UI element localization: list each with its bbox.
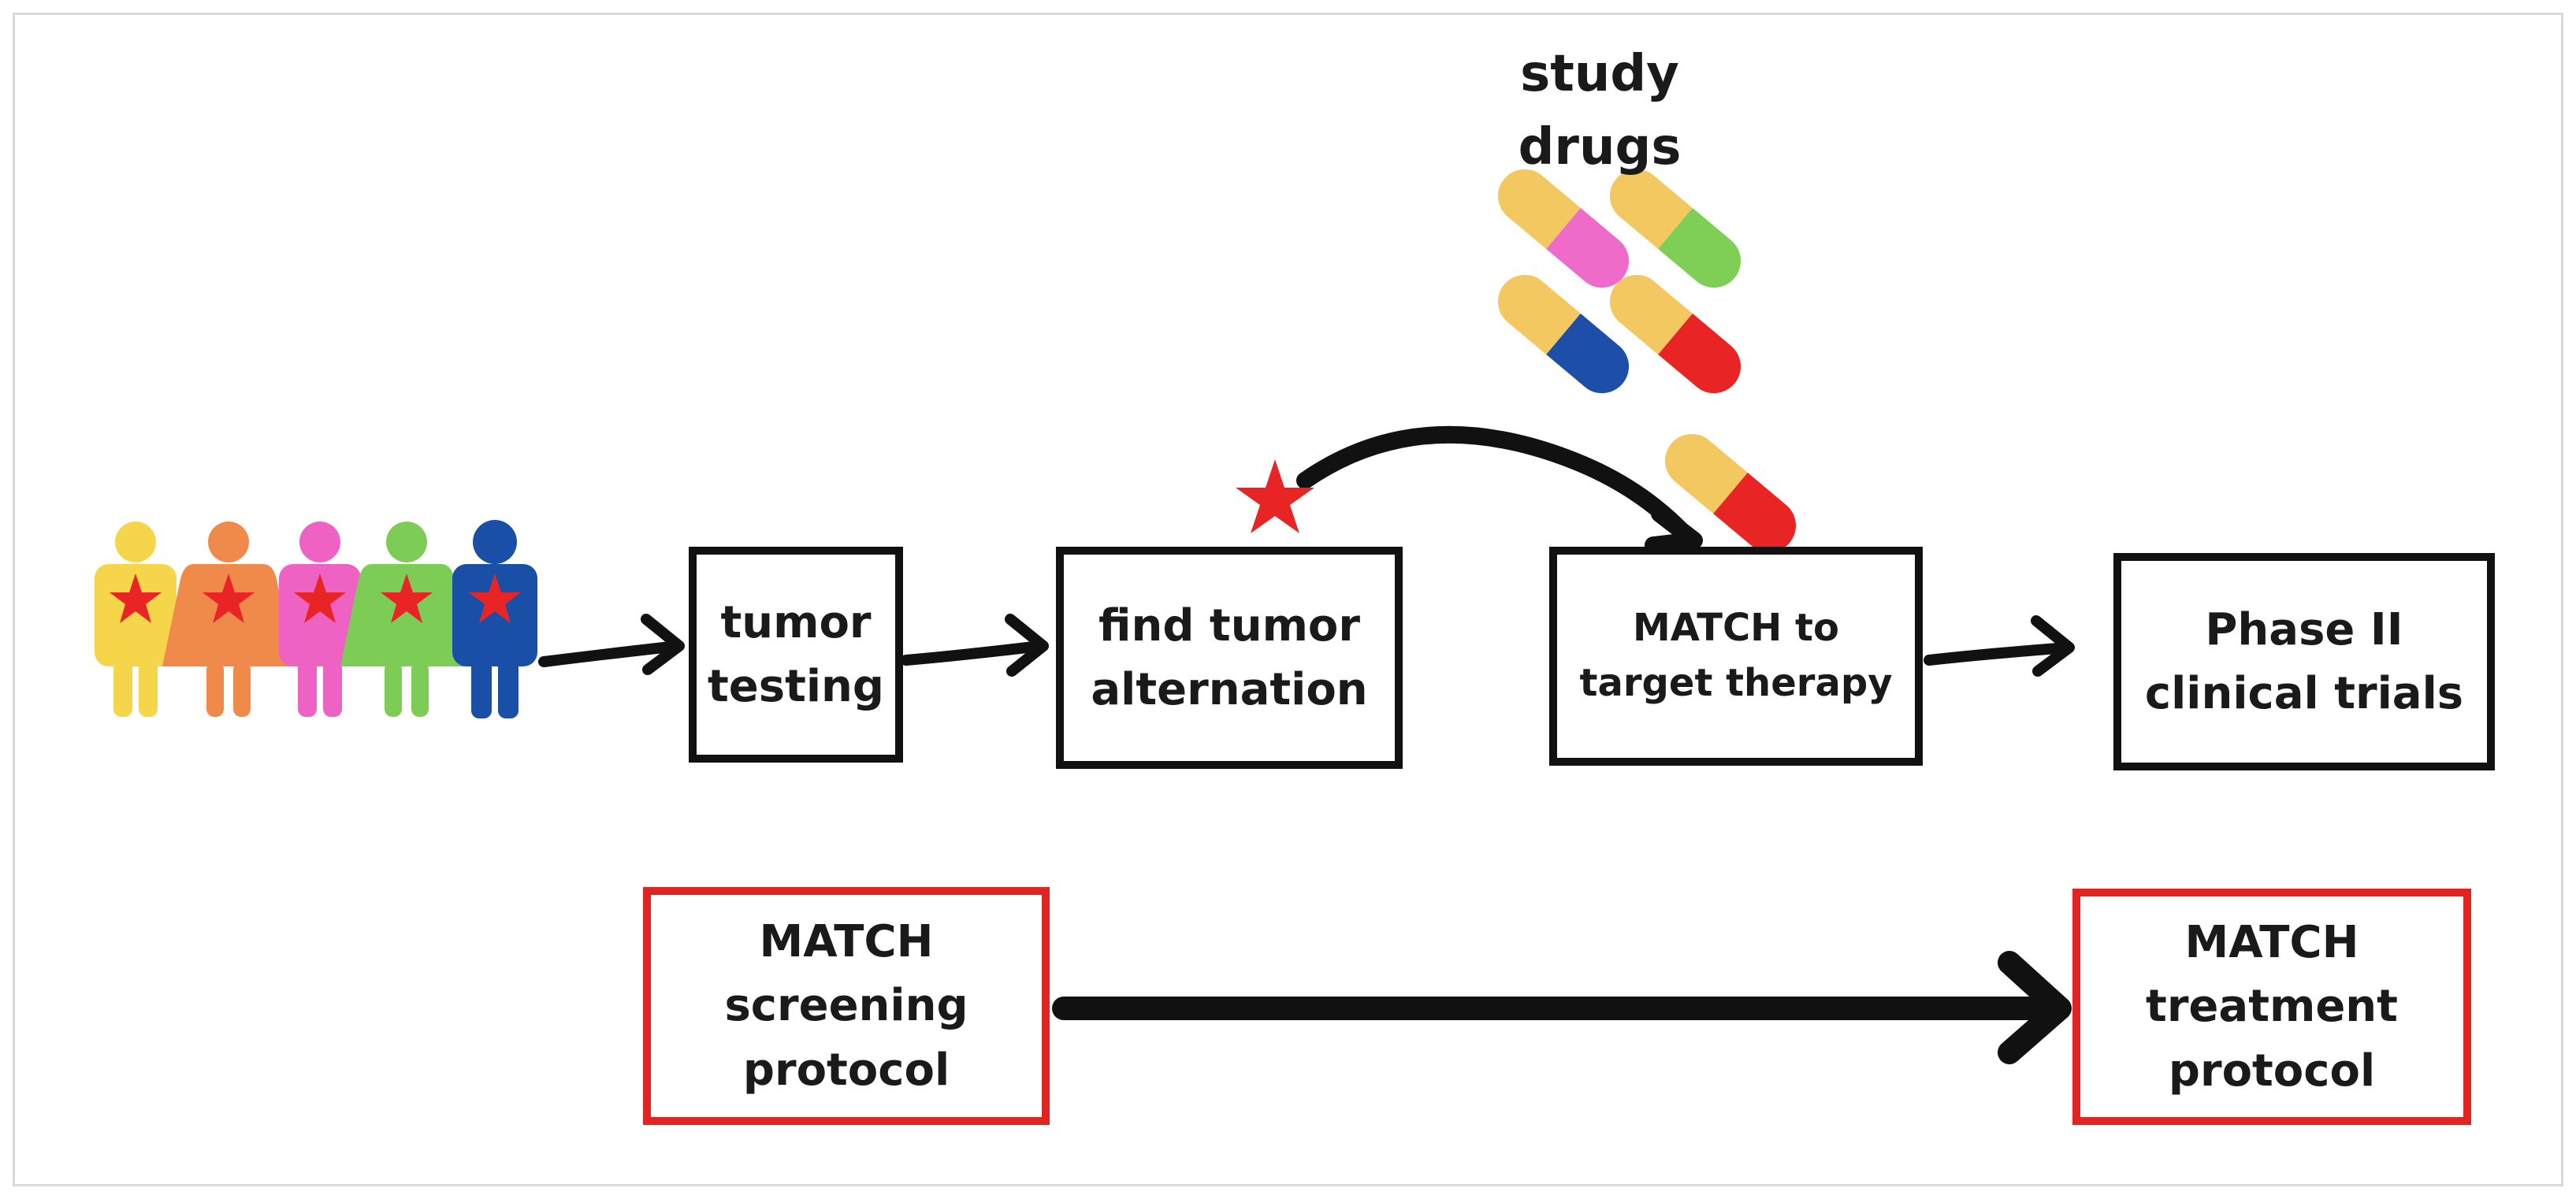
star-icon xyxy=(294,574,346,623)
phase2-trials-box: Phase II clinical trials xyxy=(2113,553,2495,770)
star-icon xyxy=(469,574,521,623)
matched-capsule-icon xyxy=(1664,433,1797,553)
match-target-therapy-label: MATCH to target therapy xyxy=(1579,606,1893,705)
capsule-pink-icon xyxy=(1497,169,1630,288)
study-drugs-label: study drugs xyxy=(1518,45,1682,176)
find-tumor-alteration-label: find tumor alternation xyxy=(1091,600,1368,715)
find-tumor-alteration-box: find tumor alternation xyxy=(1056,547,1403,769)
treatment-protocol-box: MATCH treatment protocol xyxy=(2072,889,2471,1125)
star-icon xyxy=(203,574,255,623)
screening-protocol-label: MATCH screening protocol xyxy=(724,916,968,1096)
tumor-testing-box: tumor testing xyxy=(689,547,903,763)
patient-green-icon xyxy=(340,522,473,717)
star-icon xyxy=(110,574,162,623)
screening-protocol-box: MATCH screening protocol xyxy=(643,887,1050,1125)
phase2-trials-label: Phase II clinical trials xyxy=(2144,603,2464,719)
patient-blue-icon xyxy=(452,520,537,718)
tumor-stars xyxy=(110,574,521,623)
tumor-testing-label: tumor testing xyxy=(708,596,884,712)
match-target-therapy-box: MATCH to target therapy xyxy=(1549,547,1923,766)
arrow-star-to-therapy xyxy=(1296,425,1703,554)
arrow-testing-to-find xyxy=(901,614,1049,677)
patients-group xyxy=(95,520,537,718)
capsule-blue-icon xyxy=(1497,274,1630,394)
patient-yellow-icon xyxy=(95,522,177,717)
patient-orange-icon xyxy=(162,522,295,717)
study-drugs-capsules xyxy=(1497,169,1741,394)
arrow-match-to-phase2 xyxy=(1924,615,2075,677)
star-icon xyxy=(381,574,433,623)
patient-pink-icon xyxy=(279,522,361,717)
capsule-green-icon xyxy=(1609,169,1741,288)
treatment-protocol-label: MATCH treatment protocol xyxy=(2146,917,2398,1097)
capsule-red-icon xyxy=(1609,274,1741,394)
arrow-screening-to-treatment xyxy=(1052,951,2072,1064)
arrow-patients-to-testing xyxy=(538,614,685,675)
alteration-star-icon xyxy=(1236,459,1314,533)
